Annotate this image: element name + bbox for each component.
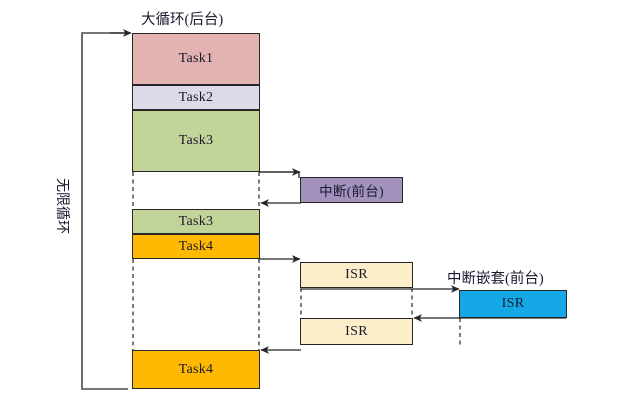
label-nested-interrupt: 中断嵌套(前台) <box>447 271 544 287</box>
arrow-to-interrupt <box>259 171 300 178</box>
box-isr-second[interactable]: ISR <box>300 318 413 345</box>
box-task3-second[interactable]: Task3 <box>132 209 260 234</box>
box-isr-nested[interactable]: ISR <box>459 290 567 318</box>
box-task2[interactable]: Task2 <box>132 85 260 110</box>
box-isr-second-label: ISR <box>345 323 368 339</box>
dashed-guides <box>132 172 461 350</box>
box-task4-first[interactable]: Task4 <box>132 234 260 259</box>
box-isr-first[interactable]: ISR <box>300 262 413 288</box>
box-task4-first-label: Task4 <box>178 238 214 254</box>
infinite-loop-bracket <box>81 29 132 390</box>
box-task1[interactable]: Task1 <box>132 33 260 85</box>
box-task3-first-label: Task3 <box>178 133 214 148</box>
box-task4-last[interactable]: Task4 <box>132 350 260 389</box>
box-task3-second-label: Task3 <box>178 213 214 229</box>
box-interrupt-label: 中断(前台) <box>319 184 384 199</box>
box-task1-label: Task1 <box>178 51 214 66</box>
box-isr-first-label: ISR <box>345 267 368 282</box>
box-task2-label: Task2 <box>178 89 214 105</box>
box-isr-nested-label: ISR <box>501 296 525 311</box>
box-interrupt[interactable]: 中断(前台) <box>300 177 403 203</box>
label-infinite-loop: 无限循环 <box>54 178 69 234</box>
box-task3-first[interactable]: Task3 <box>132 110 260 172</box>
box-task4-last-label: Task4 <box>178 361 214 377</box>
title-background: 大循环(后台) <box>141 12 224 28</box>
